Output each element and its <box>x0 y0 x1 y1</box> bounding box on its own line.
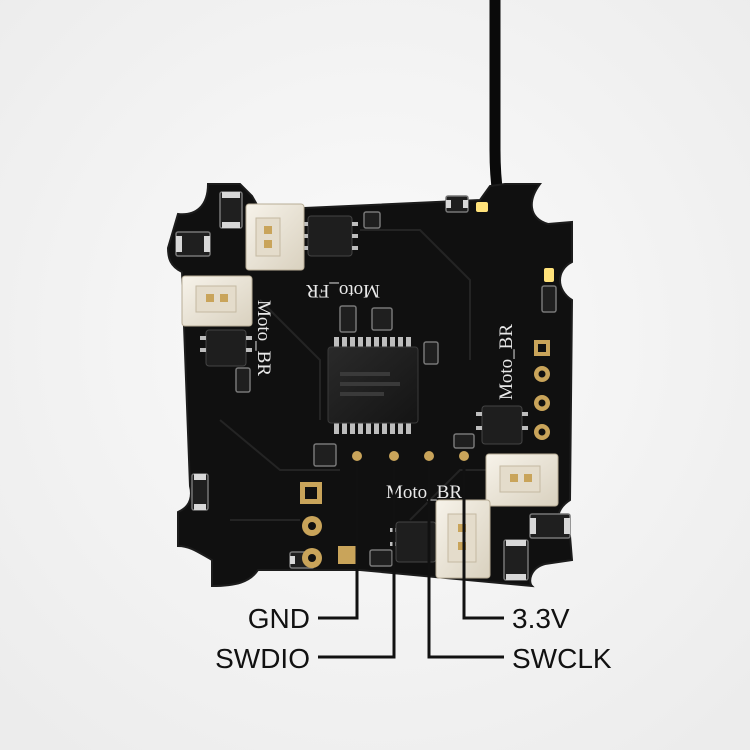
motor-connector-left <box>181 275 253 327</box>
motor-connector-right <box>485 453 559 507</box>
swd-test-pads <box>352 451 469 461</box>
silk-moto-fr: Moto_FR <box>306 280 380 301</box>
label-3v3: 3.3V <box>512 603 570 634</box>
antenna-wire <box>489 0 504 201</box>
label-swdio: SWDIO <box>215 643 310 674</box>
left-pad-column <box>300 482 356 568</box>
pcb-traces <box>219 229 520 521</box>
mcu-chip <box>327 337 419 434</box>
silk-moto-br-bottom: Moto_BR <box>386 482 462 503</box>
callout-leader-lines <box>318 461 504 659</box>
right-pad-row <box>534 340 550 440</box>
motor-connector-fr <box>245 203 305 271</box>
silk-moto-br-right: Moto_BR <box>496 324 517 400</box>
status-leds <box>476 202 554 282</box>
label-gnd: GND <box>248 603 310 634</box>
silk-moto-br-left: Moto_BR <box>253 300 274 376</box>
label-swclk: SWCLK <box>512 643 612 674</box>
